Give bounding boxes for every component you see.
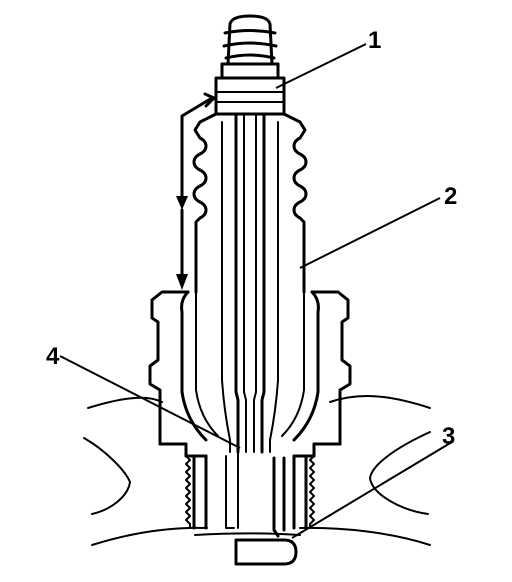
center-electrode [234,112,266,454]
callout-2-leader [299,197,441,269]
callout-3-leader [291,441,453,539]
callout-3-label: 3 [442,423,455,450]
cylinder-head [83,395,431,546]
reach-arrows [176,92,216,290]
callout-4-label: 4 [46,343,60,370]
terminal-nut [214,14,286,116]
insulator [192,112,308,294]
ground-electrode [225,451,298,566]
callout-4-leader [59,355,241,449]
callout-2-label: 2 [444,183,457,210]
threads [184,454,316,530]
callout-1-leader [275,43,367,89]
shell-hex [148,289,352,458]
callout-1-label: 1 [368,27,381,54]
